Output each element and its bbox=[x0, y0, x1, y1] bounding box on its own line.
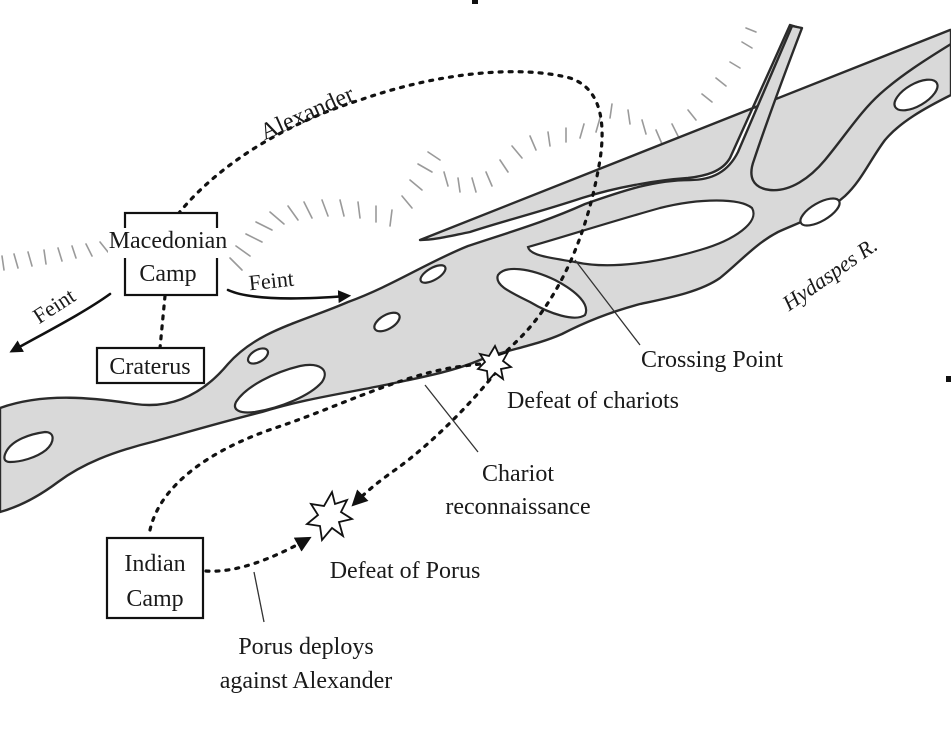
macedonian-camp-label-line1: Macedonian bbox=[109, 228, 228, 254]
indian-camp-label-line2: Camp bbox=[126, 586, 183, 612]
feint-left-label: Feint bbox=[28, 283, 80, 329]
chariot-reconnaissance-label-line1: Chariot bbox=[482, 461, 554, 487]
crossing-point-leader bbox=[574, 259, 641, 346]
edge-mark-right bbox=[946, 376, 951, 382]
crossing-point-label: Crossing Point bbox=[641, 347, 783, 373]
feint-right-label: Feint bbox=[247, 266, 295, 296]
defeat-of-porus-label: Defeat of Porus bbox=[330, 558, 481, 584]
hydaspes-river-main bbox=[0, 24, 951, 514]
defeat-of-chariots-label: Defeat of chariots bbox=[507, 388, 679, 414]
macedonian-camp-label-bg bbox=[108, 228, 228, 258]
chariot-recon-leader bbox=[424, 384, 479, 453]
craterus-box bbox=[95, 346, 206, 385]
macedonian-camp-label-line2: Camp bbox=[139, 261, 196, 287]
alexander-advance-route bbox=[351, 370, 498, 507]
chariot-reconnaissance-route bbox=[148, 362, 494, 532]
hydaspes-river-label: Hydaspes R. bbox=[777, 232, 882, 316]
feint-left-arrow bbox=[9, 292, 112, 353]
porus-deployment-route bbox=[204, 536, 312, 573]
chariot-reconnaissance-label-line2: reconnaissance bbox=[445, 494, 590, 520]
edge-mark-top bbox=[472, 0, 478, 4]
alexander-label: Alexander bbox=[256, 81, 358, 145]
alexander-route bbox=[170, 70, 604, 364]
indian-camp-label-line1: Indian bbox=[124, 551, 185, 577]
porus-deploys-label-line1: Porus deploys bbox=[238, 634, 373, 660]
porus-deploys-label-line2: against Alexander bbox=[220, 668, 393, 694]
craterus-label: Craterus bbox=[109, 354, 190, 380]
indian-camp-box bbox=[105, 536, 205, 620]
porus-deploys-leader bbox=[253, 571, 265, 623]
defeat-of-chariots-burst bbox=[476, 344, 514, 384]
camp-to-craterus-link bbox=[158, 294, 167, 350]
hill-ridge-hatching bbox=[1, 27, 757, 271]
river-islands bbox=[3, 78, 939, 464]
feint-right-arrow bbox=[226, 288, 352, 304]
defeat-of-porus-burst bbox=[304, 489, 355, 543]
